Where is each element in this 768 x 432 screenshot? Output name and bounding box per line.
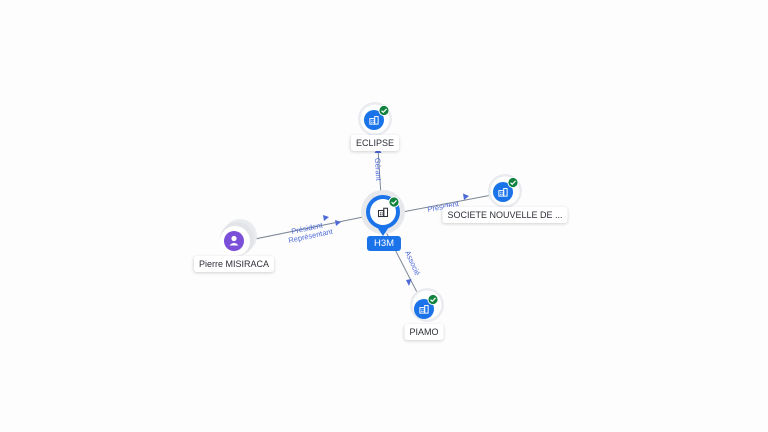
node-label-h3m[interactable]: H3M [366,236,402,251]
node-label-eclipse[interactable]: ECLIPSE [350,135,400,151]
node-pierre[interactable] [220,219,257,256]
node-h3m[interactable] [361,190,405,236]
edge-pierre: Président Représentant [249,215,369,245]
node-label-societe[interactable]: SOCIETE NOUVELLE DE ... [442,207,568,223]
verified-badge-icon [388,196,400,208]
person-icon [229,235,239,246]
node-piamo[interactable] [410,288,444,322]
verified-badge-icon [427,294,439,305]
node-societe[interactable] [488,174,522,208]
node-label-piamo[interactable]: PIAMO [404,324,444,340]
edge-label-associe: Associé [403,249,422,277]
node-label-pierre[interactable]: Pierre MISIRACA [193,256,275,272]
node-eclipse[interactable] [358,102,392,136]
verified-badge-icon [378,105,390,116]
edge-label-gerant: Gérant [373,158,383,182]
verified-badge-icon [507,177,519,188]
